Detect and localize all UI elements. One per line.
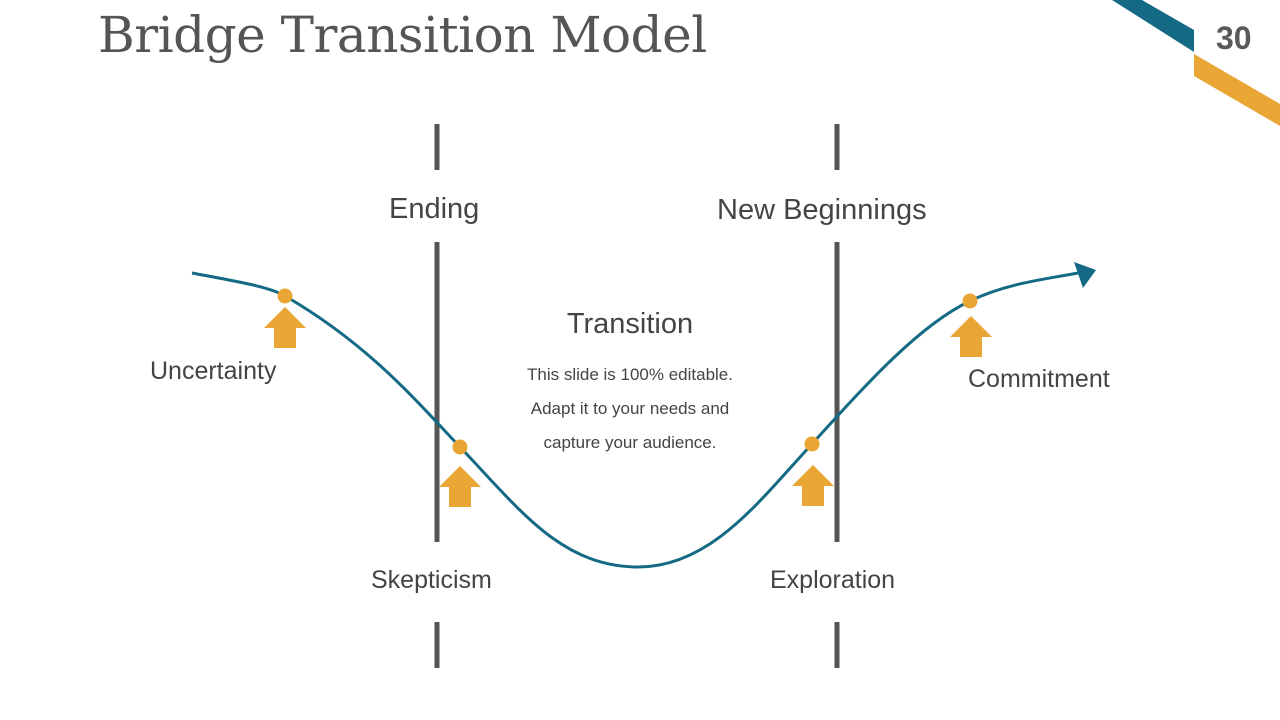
exploration-arrow-icon xyxy=(792,465,834,506)
curve-arrowhead xyxy=(1074,262,1096,288)
commitment-dot xyxy=(962,293,978,309)
corner-stripe-teal xyxy=(1112,0,1194,52)
exploration-dot xyxy=(804,436,820,452)
description-line: Adapt it to your needs and xyxy=(530,399,730,418)
description-line: capture your audience. xyxy=(543,433,717,452)
corner-stripe-gold xyxy=(1194,54,1280,126)
point-label-exploration: Exploration xyxy=(770,566,896,594)
description-line: This slide is 100% editable. xyxy=(526,365,733,384)
page-number: 30 xyxy=(1216,20,1252,56)
transition-curve xyxy=(191,271,1079,569)
point-label-commitment: Commitment xyxy=(968,365,1110,393)
uncertainty-arrow-icon xyxy=(264,307,306,348)
point-label-skepticism: Skepticism xyxy=(371,566,492,594)
slide-title: Bridge Transition Model xyxy=(98,6,707,64)
stage-label-new-beginnings: New Beginnings xyxy=(717,194,927,226)
skepticism-arrow-icon xyxy=(439,466,481,507)
transition-description: This slide is 100% editable. Adapt it to… xyxy=(490,358,770,460)
stage-label-ending: Ending xyxy=(389,193,480,225)
skepticism-dot xyxy=(452,439,468,455)
transition-heading: Transition xyxy=(566,308,694,340)
commitment-arrow-icon xyxy=(950,316,992,357)
point-label-uncertainty: Uncertainty xyxy=(150,357,277,385)
uncertainty-dot xyxy=(277,288,293,304)
